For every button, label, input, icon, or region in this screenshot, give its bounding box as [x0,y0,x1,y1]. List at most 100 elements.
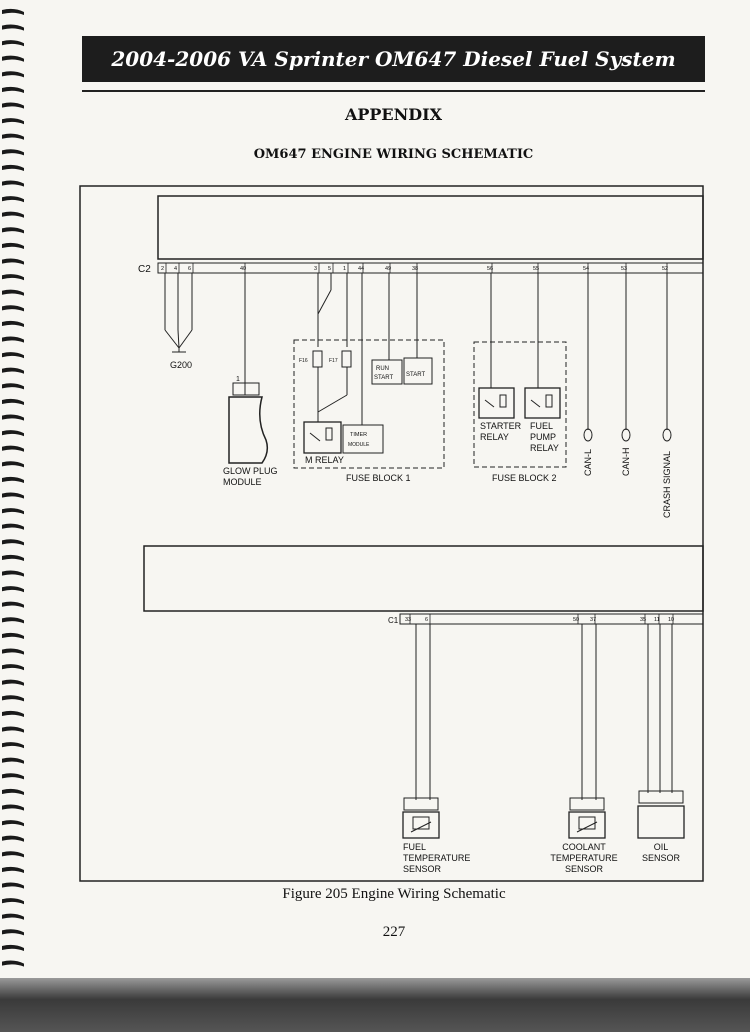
ecm-box-lower [143,545,704,612]
spiral-loop [2,118,24,125]
crash-signal-terminal [662,428,672,442]
pin-label: 56 [487,266,493,272]
fuel-temp-label-3: SENSOR [403,864,442,874]
fuse-f17 [341,350,352,368]
timer-label: TIMER [350,432,367,438]
connector-c1-strip [399,613,704,625]
can-l-terminal [583,428,593,442]
spiral-loop [2,367,24,374]
oil-sensor-label-1: OIL [654,842,669,852]
can-l-label: CAN-L [583,449,593,476]
pin-label: 33 [405,617,411,623]
spiral-loop [2,383,24,390]
spiral-loop [2,866,24,873]
starter-relay-label: STARTER [480,421,522,431]
spiral-loop [2,648,24,655]
fuse-block-2-label: FUSE BLOCK 2 [492,473,557,483]
can-h-terminal [621,428,631,442]
spiral-loop [2,882,24,889]
pin-label: 11 [654,617,660,623]
pin-label: 50 [573,617,579,623]
fuse-block-1-label: FUSE BLOCK 1 [346,473,411,483]
spiral-loop [2,211,24,218]
spiral-loop [2,430,24,437]
run-start-label: RUN [376,366,389,372]
glow-plug-label: GLOW PLUG [223,466,278,476]
spiral-loop [2,149,24,156]
spiral-loop [2,601,24,608]
coolant-temp-label-3: SENSOR [565,864,604,874]
fuse-f16 [312,350,323,368]
spiral-loop [2,274,24,281]
spiral-loop [2,133,24,140]
pin-label: 2 [161,266,164,272]
connector-c1-label: C1 [388,616,399,625]
pin-label: 5 [328,266,331,272]
pin-label: 37 [590,617,596,623]
spiral-loop [2,242,24,249]
ecm-box-upper [157,195,704,260]
oil-sensor-connector [638,790,684,804]
oil-sensor-body [637,805,685,839]
fuel-pump-label-2: PUMP [530,432,556,442]
m-relay-box [303,421,342,454]
spiral-loop [2,773,24,780]
oil-sensor-label-2: SENSOR [642,853,681,863]
pin-label: 1 [343,266,346,272]
spiral-loop [2,40,24,47]
spiral-loop [2,820,24,827]
starter-relay-label-2: RELAY [480,432,509,442]
can-h-label: CAN-H [621,448,631,477]
spiral-loop [2,664,24,671]
section-heading: APPENDIX [344,105,443,124]
coolant-temp-label-2: TEMPERATURE [550,853,617,863]
spiral-loop [2,929,24,936]
title-rule [82,90,705,92]
spiral-loop [2,960,24,967]
fuse-block-1-outline [293,339,445,469]
page-number: 227 [382,924,406,940]
spiral-loop [2,726,24,733]
fuse-f17-label: F17 [329,358,338,364]
fuel-pump-label-3: RELAY [530,443,559,453]
spiral-loop [2,71,24,78]
timer-label-2: MODULE [348,442,370,448]
spiral-loop [2,804,24,811]
coolant-temp-sensor-body [568,811,606,839]
glow-plug-label-2: MODULE [223,477,262,487]
spiral-loop [2,913,24,920]
fuel-temp-sensor-body [402,811,440,839]
spiral-loop [2,617,24,624]
m-relay-label: M RELAY [305,455,344,465]
pin-label: 4 [174,266,177,272]
spiral-loop [2,679,24,686]
spiral-loop [2,461,24,468]
spiral-loop [2,757,24,764]
fuel-pump-relay-box [524,387,561,419]
spiral-loop [2,586,24,593]
spiral-loop [2,742,24,749]
spiral-loop [2,398,24,405]
pin-label: 54 [583,266,589,272]
spiral-loop [2,898,24,905]
spiral-loop [2,944,24,951]
connector-c2-strip [157,262,704,274]
spiral-loop [2,445,24,452]
spiral-loop [2,196,24,203]
fuel-pump-label: FUEL [530,421,553,431]
starter-relay-box [478,387,515,419]
figure-caption: Figure 205 Engine Wiring Schematic [282,886,506,902]
pin-label: 3 [314,266,317,272]
pin-label: 49 [385,266,391,272]
schematic-heading: OM647 ENGINE WIRING SCHEMATIC [253,147,534,162]
spiral-loop [2,289,24,296]
fuel-temp-label-2: TEMPERATURE [403,853,470,863]
glow-plug-pin-label: 1 [236,376,240,383]
spiral-loop [2,632,24,639]
pin-label: 40 [240,266,246,272]
fuel-temp-connector [403,797,439,811]
spiral-loop [2,414,24,421]
pin-label: 44 [358,266,364,272]
fuel-temp-label-1: FUEL [403,842,426,852]
